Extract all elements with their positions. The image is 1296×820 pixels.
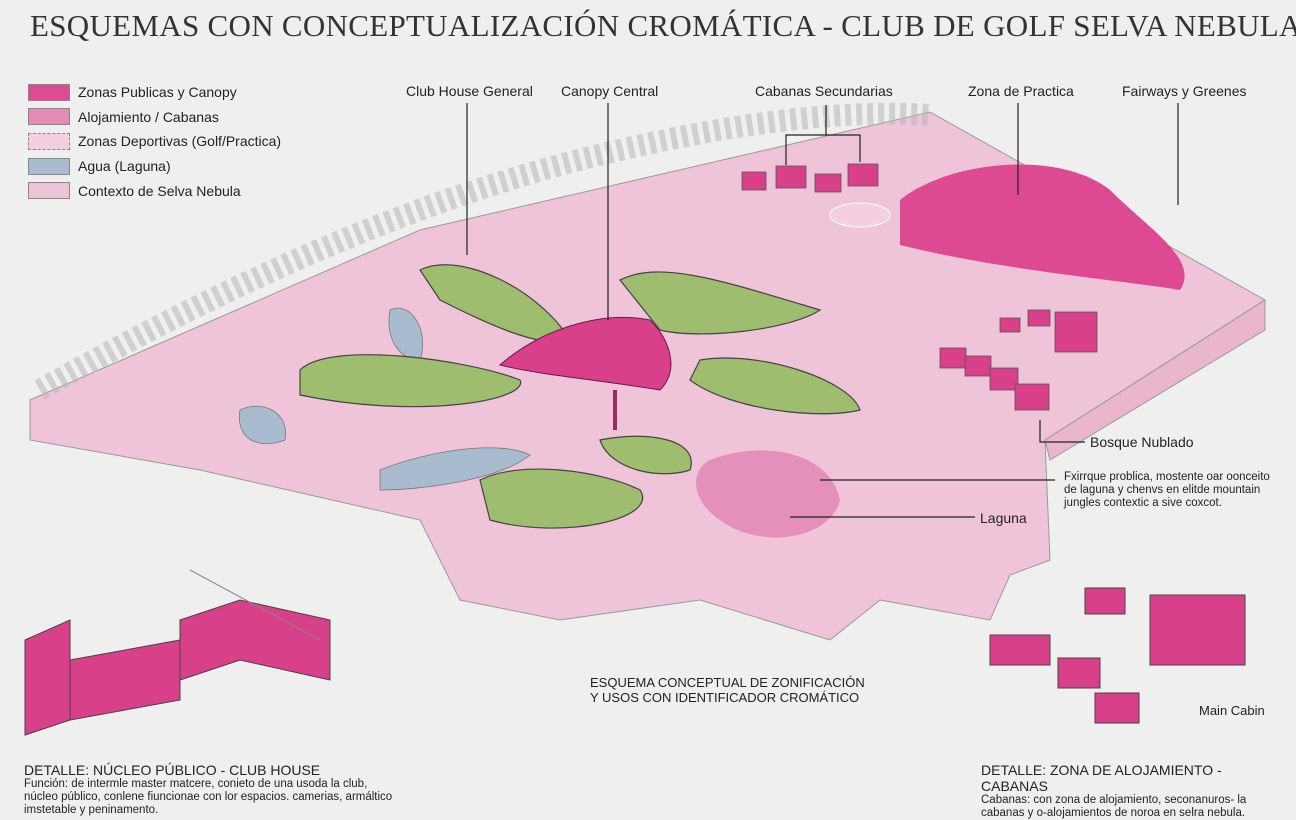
canopy-central [498, 316, 672, 391]
legend-swatch [28, 182, 70, 200]
legend-item: Zonas Deportivas (Golf/Practica) [28, 129, 281, 154]
leader-lines [466, 103, 1179, 518]
callout-main-cabin: Main Cabin [1199, 703, 1265, 718]
callout-fairways: Fairways y Greenes [1122, 83, 1247, 99]
legend-swatch [28, 157, 70, 175]
callout-cabanas-secundarias: Cabanas Secundarias [755, 83, 893, 99]
callout-canopy: Canopy Central [561, 83, 659, 99]
detail-right-text: DETALLE: ZONA DE ALOJAMIENTO - CABANAS C… [981, 762, 1281, 820]
legend-label: Zonas Deportivas (Golf/Practica) [78, 133, 282, 150]
legend-label: Zonas Publicas y Canopy [78, 84, 237, 101]
detail-left-text: DETALLE: NÚCLEO PÚBLICO - CLUB HOUSE Fun… [24, 762, 399, 817]
detail-left-body: Función: de intermle master matcere, con… [24, 778, 393, 816]
detail-club-house [24, 569, 331, 736]
legend-label: Alojamiento / Cabanas [78, 108, 219, 125]
page-title: ESQUEMAS CON CONCEPTUALIZACIÓN CROMÁTICA… [30, 8, 1296, 43]
cabins-east [939, 309, 1098, 411]
laguna-note: Fxirrque problica, mostente oar oonceito… [1064, 471, 1270, 509]
legend-swatch [28, 132, 70, 150]
detail-left-title: DETALLE: NÚCLEO PÚBLICO - CLUB HOUSE [24, 762, 321, 778]
legend-item: Agua (Laguna) [28, 154, 281, 179]
water-bodies [238, 307, 531, 491]
practice-zone [900, 164, 1185, 290]
green [829, 202, 891, 228]
detail-right-body: Cabanas: con zona de alojamiento, secona… [981, 794, 1247, 819]
callout-laguna: Laguna [980, 510, 1027, 526]
legend-item: Zonas Publicas y Canopy [28, 80, 281, 105]
site-edge [1044, 299, 1266, 461]
legend-item: Alojamiento / Cabanas [28, 105, 281, 130]
center-caption: ESQUEMA CONCEPTUAL DE ZONIFICACIÓN Y USO… [590, 675, 865, 705]
legend-item: Contexto de Selva Nebula [28, 178, 281, 203]
callout-club-house: Club House General [406, 83, 533, 99]
detail-cabanas [989, 587, 1246, 724]
legend: Zonas Publicas y Canopy Alojamiento / Ca… [28, 80, 281, 203]
club-house-roofs [299, 264, 861, 529]
callout-bosque: Bosque Nublado [1090, 434, 1194, 450]
legend-label: Contexto de Selva Nebula [78, 182, 241, 199]
caption-line: Y USOS CON IDENTIFICADOR CROMÁTICO [590, 690, 860, 705]
legend-swatch [28, 83, 70, 101]
caption-line: ESQUEMA CONCEPTUAL DE ZONIFICACIÓN [590, 675, 865, 690]
legend-label: Agua (Laguna) [78, 158, 171, 175]
cabanas-secundarias [741, 163, 879, 193]
callout-practica: Zona de Practica [968, 83, 1074, 99]
detail-right-title: DETALLE: ZONA DE ALOJAMIENTO - CABANAS [981, 762, 1222, 794]
forest-band [34, 102, 931, 400]
laguna [696, 450, 840, 538]
legend-swatch [28, 108, 70, 126]
